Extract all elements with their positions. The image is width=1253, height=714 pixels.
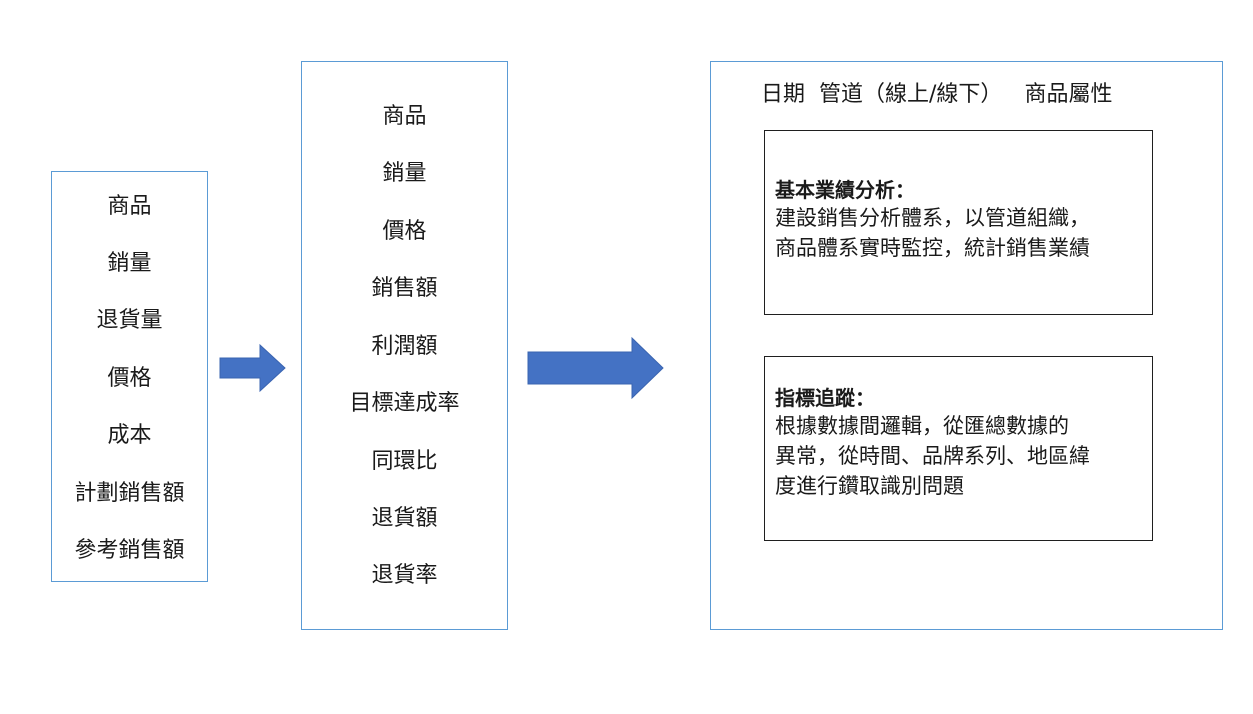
indicator-tracking-box: 指標追蹤： 根據數據間邏輯，從匯總數據的 異常，從時間、品牌系列、地區緯 度進行… — [764, 356, 1153, 541]
source-metric-planned-sales: 計劃銷售額 — [74, 481, 185, 506]
derived-metric-product: 商品 — [382, 104, 427, 129]
indicator-tracking-title: 指標追蹤： — [775, 386, 875, 410]
dimension-product-attr: 商品屬性 — [1024, 82, 1113, 107]
source-metric-price: 價格 — [107, 366, 152, 391]
indicator-tracking-line-2: 異常，從時間、品牌系列、地區緯 — [775, 444, 1090, 468]
dimension-channel: 管道（線上/線下） — [819, 82, 1003, 107]
derived-metric-return-amount: 退貨額 — [371, 506, 438, 531]
flow-arrow-1 — [219, 343, 287, 393]
dimension-filters: 日期管道（線上/線下） 商品屬性 — [761, 80, 1112, 110]
basic-performance-title: 基本業績分析： — [775, 178, 915, 202]
derived-metric-sales-volume: 銷量 — [382, 161, 427, 186]
source-metric-sales-volume: 銷量 — [107, 251, 152, 276]
source-metric-cost: 成本 — [107, 423, 152, 448]
flow-arrow-2 — [527, 336, 665, 400]
indicator-tracking-line-1: 根據數據間邏輯，從匯總數據的 — [775, 414, 1069, 438]
source-metrics-column: 商品 銷量 退貨量 價格 成本 計劃銷售額 參考銷售額 — [51, 171, 208, 582]
source-metric-reference-sales: 參考銷售額 — [74, 538, 185, 563]
basic-performance-line-1: 建設銷售分析體系，以管道組織， — [775, 206, 1090, 230]
source-metric-return-quantity: 退貨量 — [96, 308, 163, 333]
derived-metric-return-rate: 退貨率 — [371, 563, 438, 588]
dimension-date: 日期 — [761, 82, 806, 107]
source-metric-product: 商品 — [107, 194, 152, 219]
indicator-tracking-line-3: 度進行鑽取識別問題 — [775, 474, 964, 498]
derived-metric-sales-amount: 銷售額 — [371, 276, 438, 301]
derived-metric-yoy-mom: 同環比 — [371, 449, 438, 474]
basic-performance-line-2: 商品體系實時監控，統計銷售業績 — [775, 236, 1090, 260]
derived-metric-profit: 利潤額 — [371, 334, 438, 359]
derived-metric-price: 價格 — [382, 219, 427, 244]
basic-performance-box: 基本業績分析： 建設銷售分析體系，以管道組織， 商品體系實時監控，統計銷售業績 — [764, 130, 1153, 315]
derived-metrics-column: 商品 銷量 價格 銷售額 利潤額 目標達成率 同環比 退貨額 退貨率 — [301, 61, 508, 630]
derived-metric-target-achievement: 目標達成率 — [349, 391, 460, 416]
